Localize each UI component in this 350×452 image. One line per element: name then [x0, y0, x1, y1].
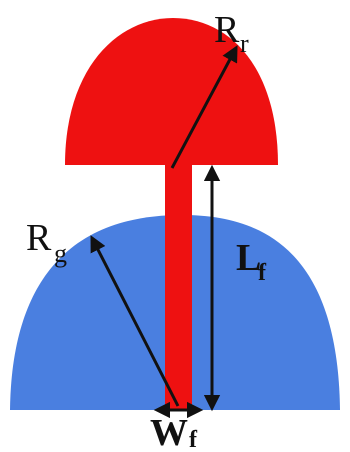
- label-rr: R r: [214, 9, 249, 58]
- svg-text:R: R: [26, 217, 52, 259]
- ground-radius-arrow: [90, 235, 180, 407]
- svg-text:f: f: [258, 260, 267, 286]
- stem: [165, 158, 192, 410]
- svg-text:W: W: [150, 412, 188, 452]
- label-wf: W f: [150, 412, 198, 452]
- cap-radius-arrow: [170, 45, 238, 169]
- label-lf: L f: [236, 237, 267, 286]
- svg-text:g: g: [54, 239, 67, 268]
- svg-text:f: f: [189, 427, 198, 452]
- label-rg: R g: [26, 217, 67, 268]
- svg-text:r: r: [240, 29, 249, 58]
- svg-text:L: L: [236, 237, 261, 279]
- svg-text:R: R: [214, 9, 240, 51]
